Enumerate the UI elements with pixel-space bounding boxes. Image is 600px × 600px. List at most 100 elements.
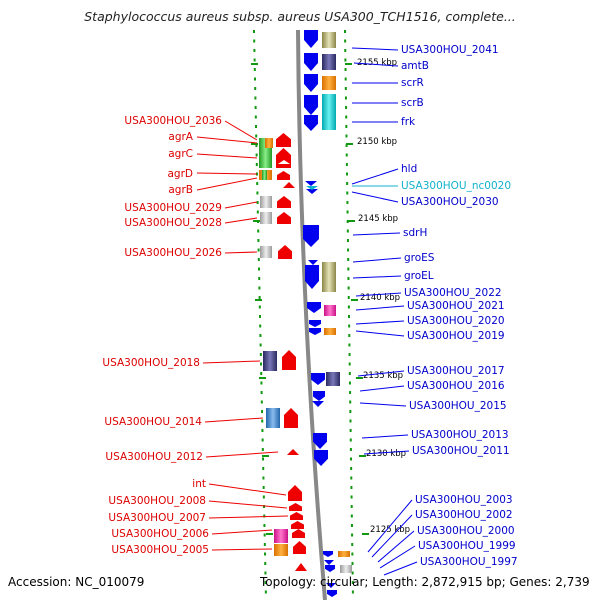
- major-tick: [359, 455, 366, 457]
- track-tick: [347, 258, 350, 261]
- track-tick: [345, 163, 348, 166]
- track-tick: [262, 476, 265, 480]
- forward-arrow: [289, 503, 302, 511]
- major-tick: [356, 377, 363, 379]
- track-tick: [350, 476, 353, 480]
- gene-label: USA300HOU_2020: [407, 315, 505, 327]
- track-tick: [350, 524, 353, 527]
- track-tick: [260, 381, 263, 385]
- track-tick: [254, 106, 257, 109]
- track-tick: [345, 134, 348, 138]
- gene-block: [324, 305, 336, 316]
- track-tick: [264, 590, 267, 594]
- track-tick: [261, 448, 264, 451]
- major-tick: [346, 143, 353, 145]
- gene-label: USA300HOU_2041: [401, 44, 499, 56]
- leader-line: [383, 561, 418, 576]
- major-tick: [259, 377, 266, 379]
- forward-arrow: [288, 485, 302, 501]
- leader-line: [351, 47, 399, 51]
- track-tick: [257, 258, 260, 261]
- major-tick: [251, 143, 258, 145]
- leader-line: [359, 385, 405, 392]
- kbp-label: 2145 kbp: [358, 214, 398, 224]
- arrow-notch: [278, 160, 290, 164]
- gene-block: [266, 408, 280, 428]
- reverse-arrow: [314, 450, 328, 466]
- forward-arrow: [282, 350, 296, 370]
- reverse-arrow: [327, 590, 337, 597]
- track-tick: [255, 153, 258, 157]
- reverse-strand-features: [322, 32, 352, 573]
- leader-line: [352, 275, 402, 279]
- gene-label: USA300HOU_2008: [108, 495, 206, 507]
- track-tick: [257, 248, 260, 252]
- gene-label: USA300HOU_2016: [407, 380, 505, 392]
- track-tick: [253, 39, 256, 43]
- track-tick: [351, 543, 354, 546]
- track-tick: [258, 267, 261, 271]
- track-tick: [348, 315, 351, 318]
- accession-text: Accession: NC_010079: [8, 575, 145, 589]
- track-tick: [261, 410, 264, 413]
- track-tick: [346, 239, 349, 242]
- gene-label: frk: [401, 116, 416, 128]
- reverse-arrow: [325, 565, 335, 572]
- leader-line: [196, 153, 258, 159]
- leader-line: [355, 292, 402, 297]
- major-tick: [253, 220, 260, 222]
- track-tick: [347, 305, 350, 309]
- track-tick: [262, 467, 265, 470]
- major-tick: [266, 533, 273, 535]
- gene-label: USA300HOU_2006: [111, 528, 209, 540]
- track-tick: [254, 87, 257, 90]
- track-tick: [345, 144, 348, 147]
- gene-label: USA300HOU_2017: [407, 365, 505, 377]
- track-tick: [263, 533, 266, 537]
- track-tick: [260, 391, 263, 394]
- reverse-arrow: [323, 551, 333, 557]
- forward-arrow: [276, 133, 291, 147]
- gene-label: USA300HOU_2029: [124, 202, 222, 214]
- reverse-arrow: [324, 560, 334, 565]
- gene-label: USA300HOU_1999: [418, 540, 516, 552]
- track-tick: [350, 514, 353, 518]
- leader-line: [371, 514, 413, 558]
- leader-line: [202, 360, 261, 364]
- track-tick: [351, 552, 354, 556]
- gene-label: USA300HOU_2000: [417, 525, 515, 537]
- leader-line: [196, 172, 258, 175]
- forward-arrow: [277, 212, 291, 224]
- track-tick: [346, 172, 349, 176]
- leader-line: [208, 483, 287, 496]
- track-tick: [346, 220, 349, 223]
- track-tick: [255, 125, 258, 128]
- track-tick: [253, 49, 256, 52]
- track-tick: [255, 144, 258, 147]
- reverse-arrow: [308, 260, 318, 265]
- track-tick: [348, 381, 351, 385]
- track-tick: [258, 286, 261, 290]
- reverse-arrow: [303, 225, 319, 247]
- gene-label: agrD: [167, 168, 193, 180]
- major-tick: [345, 63, 352, 65]
- topology-text: Topology: circular; Length: 2,872,915 bp…: [260, 575, 590, 589]
- kbp-label: 2125 kbp: [370, 525, 410, 535]
- major-tick: [251, 63, 258, 65]
- genome-backbone: [296, 29, 327, 600]
- track-tick: [264, 571, 267, 575]
- track-tick: [346, 201, 349, 204]
- track-tick: [264, 552, 267, 556]
- track-tick: [346, 182, 349, 185]
- track-tick: [351, 562, 354, 565]
- leader-line: [355, 330, 405, 337]
- gene-label: USA300HOU_2013: [411, 429, 509, 441]
- ncrna-marker: [306, 186, 318, 190]
- track-tick: [344, 49, 347, 52]
- gene-label: USA300HOU_2005: [111, 544, 209, 556]
- gene-label: USA300HOU_2022: [404, 287, 502, 299]
- track-tick: [255, 163, 258, 166]
- leader-line: [355, 305, 405, 311]
- reverse-arrow: [307, 302, 321, 313]
